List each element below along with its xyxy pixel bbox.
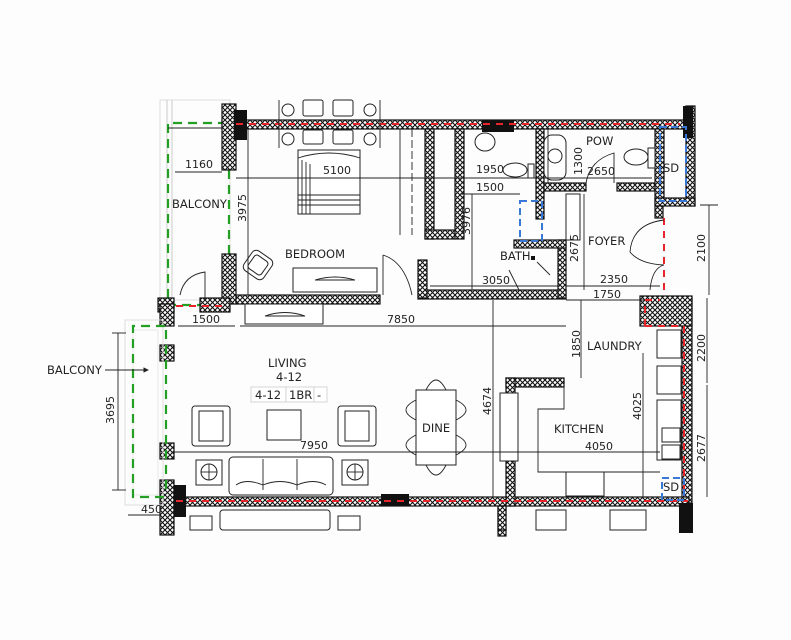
dining-table (405, 379, 467, 476)
dim-pow-depth: 1300 (572, 147, 585, 175)
label-foyer: FOYER (588, 234, 625, 248)
label-sd-top: SD (663, 161, 679, 175)
label-sd-bottom: SD (663, 480, 679, 494)
dim-foyer-depth: 2675 (568, 234, 581, 262)
dim-kitchen-width: 4050 (585, 440, 613, 453)
label-living: LIVING (268, 356, 307, 370)
label-laundry: LAUNDRY (587, 339, 643, 353)
dim-balcony-depth: 3695 (104, 396, 117, 424)
dim-bath-upper: 1950 (476, 163, 504, 176)
side-tables (195, 459, 369, 486)
balcony-left (124, 319, 170, 506)
label-balcony-top: BALCONY (172, 197, 228, 211)
dim-pow-width: 2650 (587, 165, 615, 178)
dim-living-offset: 1500 (192, 313, 220, 326)
dimension-labels: 1160 5100 3975 1950 1500 3976 3050 1300 … (104, 147, 708, 516)
sofa (228, 456, 334, 496)
bedroom-door (382, 254, 413, 296)
dim-wall-offset: 450 (141, 503, 162, 516)
balcony-door (179, 271, 206, 300)
blue-shaft-lines (519, 126, 687, 501)
dim-laundry-height: 2200 (695, 334, 708, 362)
wardrobe (399, 129, 413, 235)
entry-door (629, 219, 665, 291)
label-bedroom: BEDROOM (285, 247, 345, 261)
dim-foyer-width: 2350 (600, 273, 628, 286)
dim-laundry-depth: 1850 (570, 330, 583, 358)
unit-tag: 4-12 1BR - (250, 386, 328, 403)
dim-bath-depth: 3976 (460, 207, 473, 235)
label-pow: POW (586, 134, 613, 148)
neighbor-unit-edge (189, 505, 647, 531)
dim-bedroom-depth: 3975 (236, 194, 249, 222)
balcony-top (159, 99, 231, 307)
dim-balcony-width: 1160 (185, 158, 213, 171)
dim-entry-height: 2100 (695, 234, 708, 262)
label-dine: DINE (422, 421, 450, 435)
dim-bedroom-width: 5100 (323, 164, 351, 177)
dim-bath-inner: 1500 (476, 181, 504, 194)
unit-type: 1BR (289, 388, 312, 402)
label-balcony-left: BALCONY (47, 363, 103, 377)
dimension-lines (105, 129, 718, 516)
dresser (292, 267, 378, 293)
unit-extra: - (317, 388, 321, 402)
dim-kitchen-depth: 4025 (631, 392, 644, 420)
dim-kitchen-height: 2677 (695, 434, 708, 462)
bedroom-chair (242, 249, 274, 281)
living-armchair-left (191, 405, 231, 447)
dim-foyer-inner: 1750 (593, 288, 621, 301)
kitchen-counters (499, 329, 682, 497)
dim-bath-lower: 3050 (482, 274, 510, 287)
label-kitchen: KITCHEN (554, 422, 604, 436)
dim-living-depth: 4674 (481, 387, 494, 415)
living-armchair-right (337, 405, 377, 447)
label-bath: BATH (500, 249, 531, 263)
tv-console (244, 303, 324, 325)
coffee-table (266, 409, 302, 441)
dim-living-width-top: 7850 (387, 313, 415, 326)
bed (278, 99, 381, 215)
label-living-sub: 4-12 (276, 370, 302, 384)
unit-number: 4-12 (255, 388, 281, 402)
dim-living-width: 7950 (300, 439, 328, 452)
